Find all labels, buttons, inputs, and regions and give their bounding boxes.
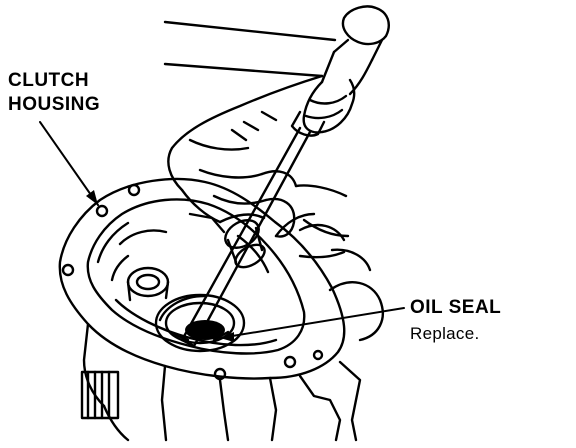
hammer-icon	[290, 5, 390, 137]
clutch-housing-icon	[58, 177, 384, 442]
hand-icon	[163, 20, 350, 259]
oil-seal-note: Replace.	[410, 324, 480, 343]
oil-seal-label: OIL SEAL	[410, 297, 502, 318]
clutch-housing-label-line1: CLUTCH	[8, 70, 90, 91]
oil-seal-arrowhead	[220, 332, 234, 342]
oil-seal-leader	[219, 307, 405, 339]
clutch-housing-arrowhead	[86, 190, 98, 205]
clutch-housing-leader	[39, 121, 99, 206]
seal-driver-tool-icon	[180, 126, 312, 348]
oil-seal-icon	[154, 293, 246, 353]
clutch-housing-label-line2: HOUSING	[8, 94, 101, 115]
